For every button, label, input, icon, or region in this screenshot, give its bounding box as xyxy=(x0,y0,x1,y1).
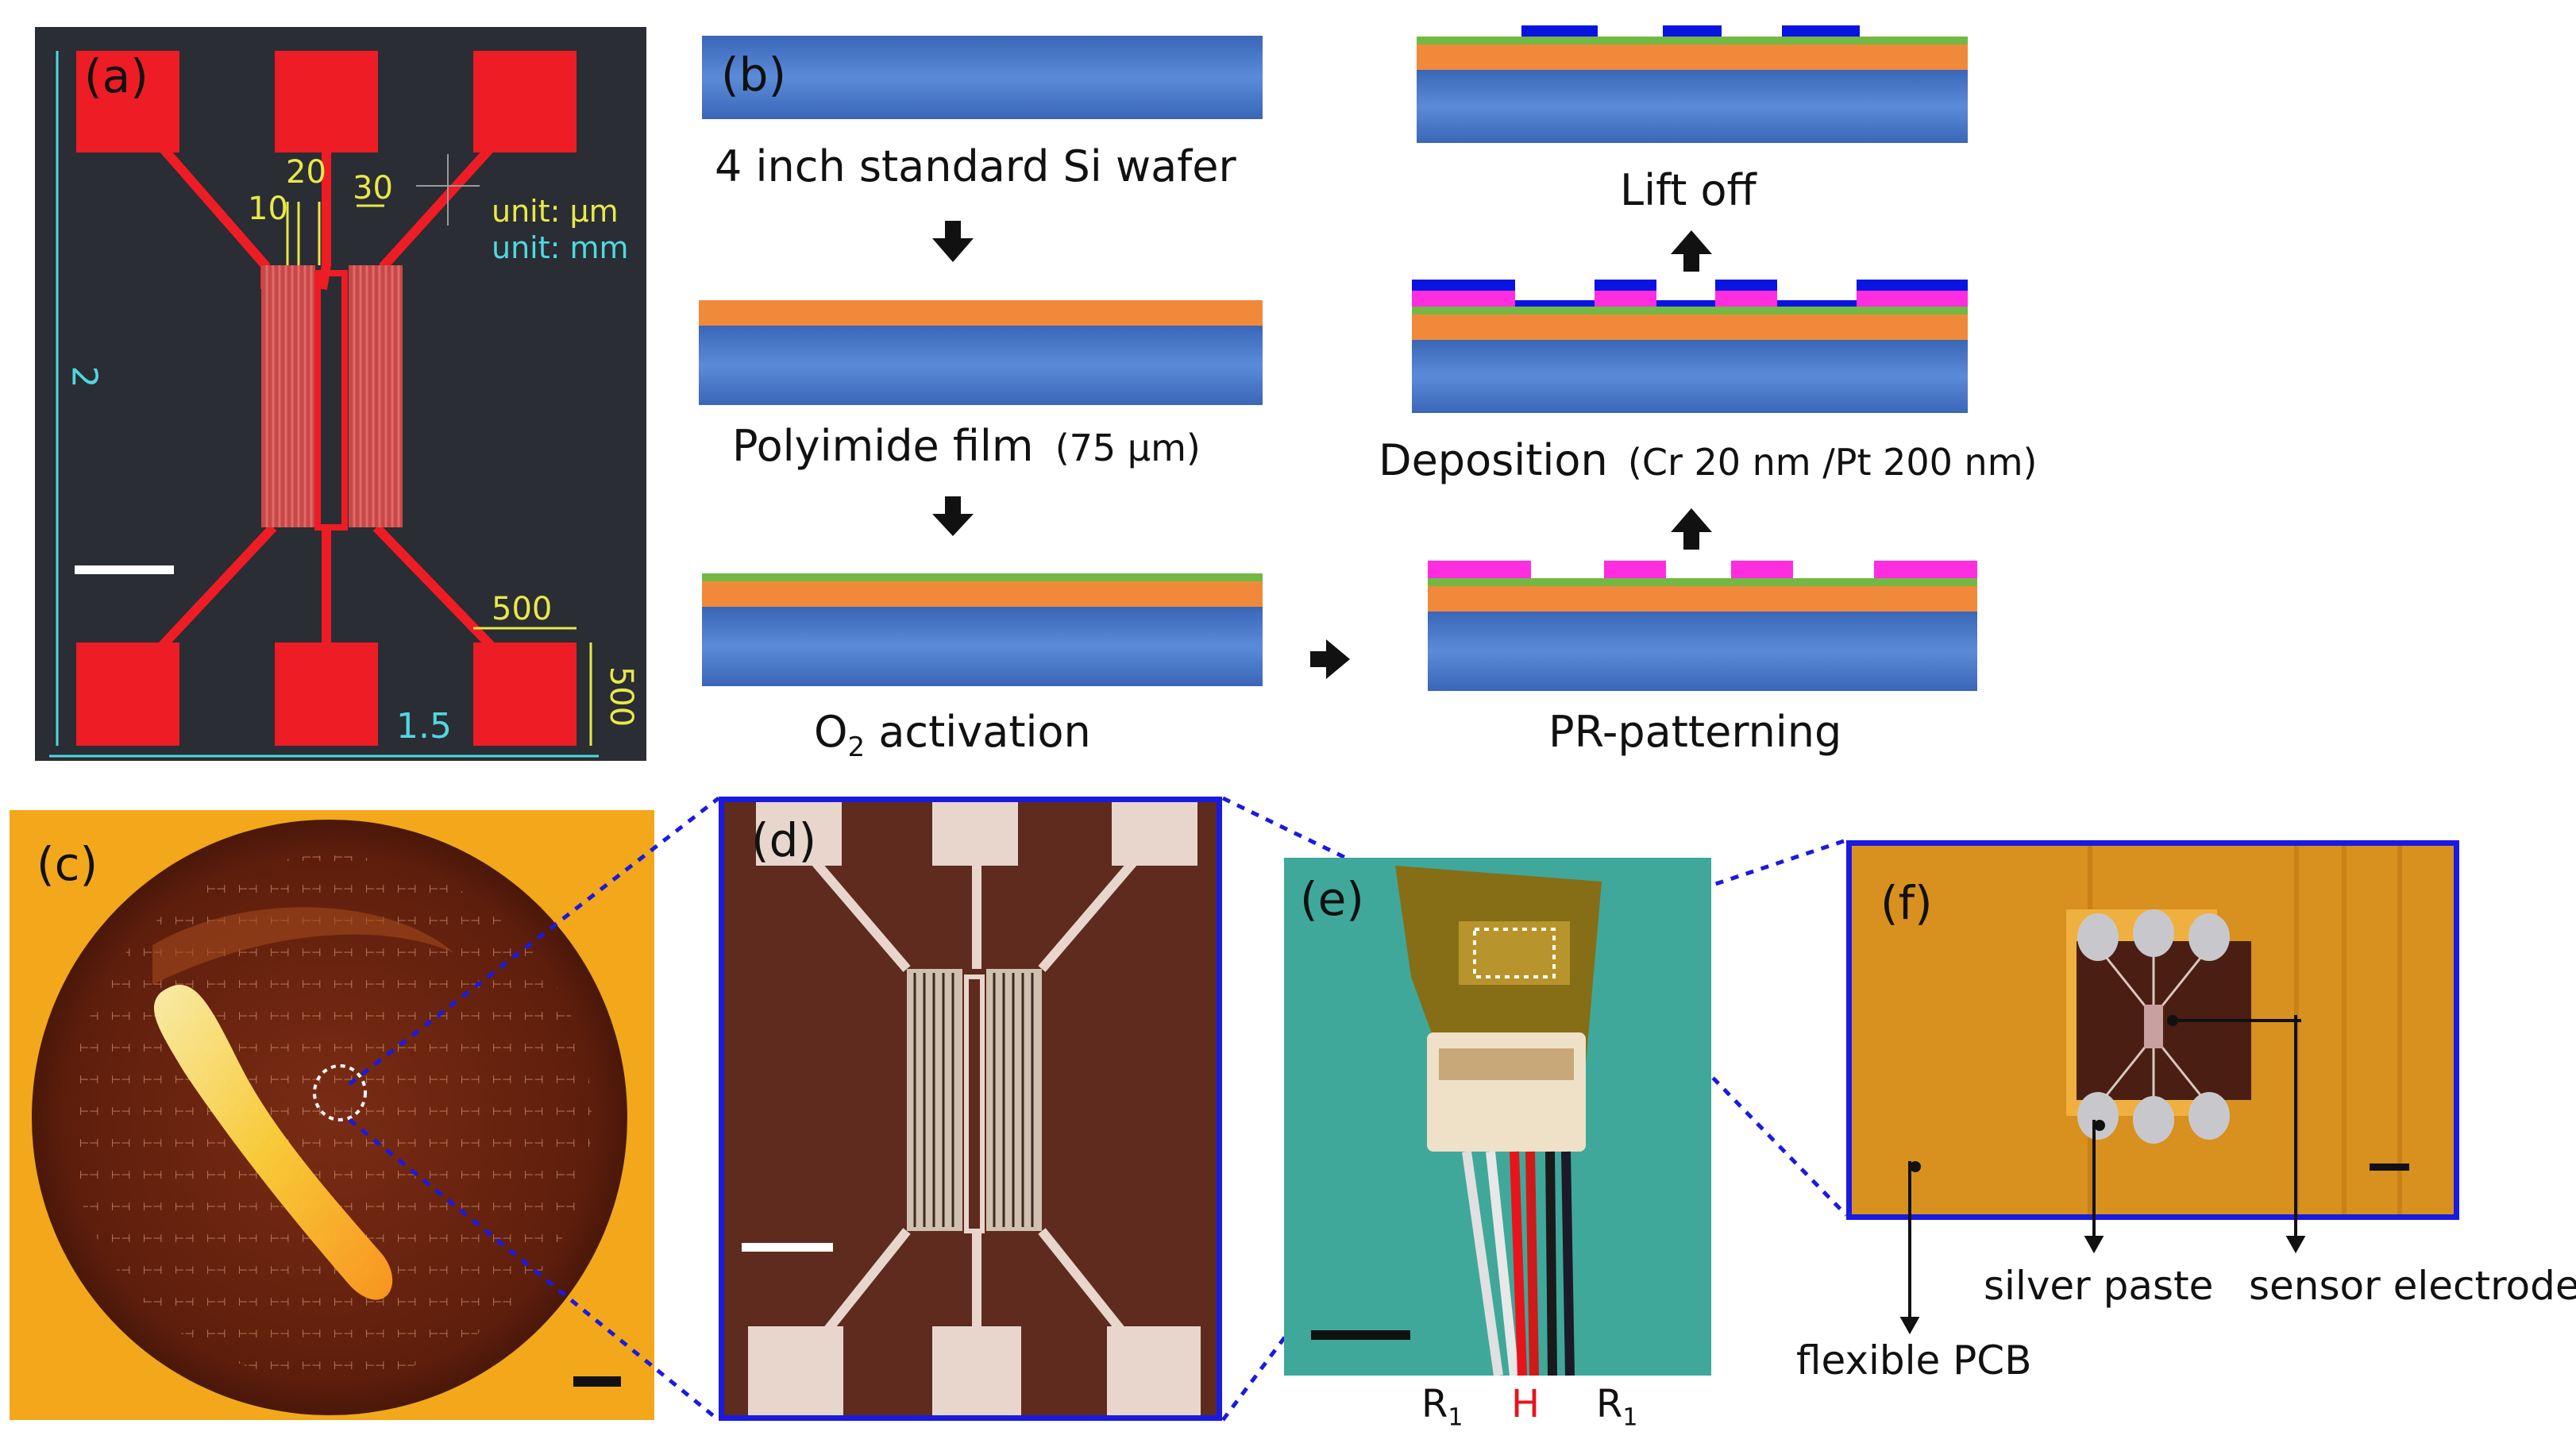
step-polyimide-text: Polyimide film xyxy=(732,421,1034,471)
step-o2-main: O xyxy=(814,707,848,757)
panel-e: (e) xyxy=(1284,858,1711,1376)
unit-um-label: unit: µm xyxy=(492,194,619,229)
polyimide-layer-2 xyxy=(699,300,1263,326)
polyimide-layer-3 xyxy=(702,581,1263,607)
callout-sensor-electrode: sensor electrode xyxy=(2249,1263,2576,1309)
wire-label-r1-right-sub: 1 xyxy=(1622,1403,1638,1432)
si-wafer-2 xyxy=(699,326,1263,405)
step-o2-activation-label: O2 activation xyxy=(814,707,1091,763)
activation-layer-3 xyxy=(702,573,1263,581)
step-lift-off-label: Lift off xyxy=(1620,165,1757,215)
si-wafer-1 xyxy=(702,36,1263,119)
step-deposition-note: (Cr 20 nm /Pt 200 nm) xyxy=(1627,441,2038,484)
wire-label-r1-left-sub: 1 xyxy=(1448,1403,1463,1432)
arrow-down-1 xyxy=(932,221,974,262)
dim-2-label: 2 xyxy=(64,365,105,388)
dim-500-horizontal-label: 500 xyxy=(492,591,553,627)
arrow-up-2 xyxy=(1671,230,1712,272)
wire-label-r1-left-text: R xyxy=(1421,1382,1448,1426)
wire-label-h: H xyxy=(1511,1382,1541,1426)
panel-c: ⊢⊣ (c) xyxy=(10,810,654,1420)
arrow-up-1 xyxy=(1671,508,1712,550)
electrode-layout-drawing xyxy=(49,51,599,758)
dim-10-label: 10 xyxy=(248,191,288,227)
dim-20-label: 20 xyxy=(286,154,326,191)
panel-d-label: (d) xyxy=(751,813,817,867)
panel-b: (b) 4 inch standard Si wafer Polyimide f… xyxy=(691,24,2073,770)
wire-label-r1-left: R1 xyxy=(1421,1382,1463,1432)
callout-flexible-pcb: flexible PCB xyxy=(1796,1337,2032,1383)
panel-d: (d) xyxy=(719,797,1222,1421)
connector-photo xyxy=(1311,866,1602,1376)
step-deposition-text: Deposition xyxy=(1379,435,1608,485)
mounted-sensor-photo xyxy=(1910,846,2409,1214)
step-o2-subscript: 2 xyxy=(847,731,866,763)
callout-silver-paste: silver paste xyxy=(1984,1263,2214,1309)
arrow-down-2 xyxy=(932,496,974,536)
step-polyimide-label: Polyimide film (75 µm) xyxy=(732,421,1201,471)
wire-label-r1-right: R1 xyxy=(1596,1382,1637,1432)
panel-f: (f) xyxy=(1846,840,2459,1220)
si-wafer-3 xyxy=(702,607,1263,686)
step-o2-rest: activation xyxy=(865,707,1091,757)
step-si-wafer-label: 4 inch standard Si wafer xyxy=(715,141,1236,191)
panel-c-label: (c) xyxy=(37,837,98,891)
panel-a: (a) 10 20 30 unit: µm unit: mm 2 500 500… xyxy=(35,27,646,761)
wire-label-r1-right-text: R xyxy=(1596,1382,1623,1426)
electrode-micrograph xyxy=(742,802,1201,1415)
panel-a-label: (a) xyxy=(84,49,148,103)
dim-30-label: 30 xyxy=(353,170,393,206)
dim-500-vertical-label: 500 xyxy=(603,666,640,727)
fabrication-process-diagram xyxy=(699,25,1977,691)
dim-1-5-label: 1.5 xyxy=(396,706,452,747)
unit-mm-label: unit: mm xyxy=(492,230,629,265)
panel-b-label: (b) xyxy=(721,48,787,102)
wafer-photo: ⊢⊣ xyxy=(32,820,627,1415)
panel-e-label: (e) xyxy=(1300,872,1364,926)
arrow-right xyxy=(1310,639,1350,679)
step-deposition-label: Deposition (Cr 20 nm /Pt 200 nm) xyxy=(1379,435,2037,485)
panel-f-label: (f) xyxy=(1880,876,1933,930)
step-pr-patterning-label: PR-patterning xyxy=(1548,707,1842,757)
step-polyimide-note: (75 µm) xyxy=(1055,426,1201,469)
